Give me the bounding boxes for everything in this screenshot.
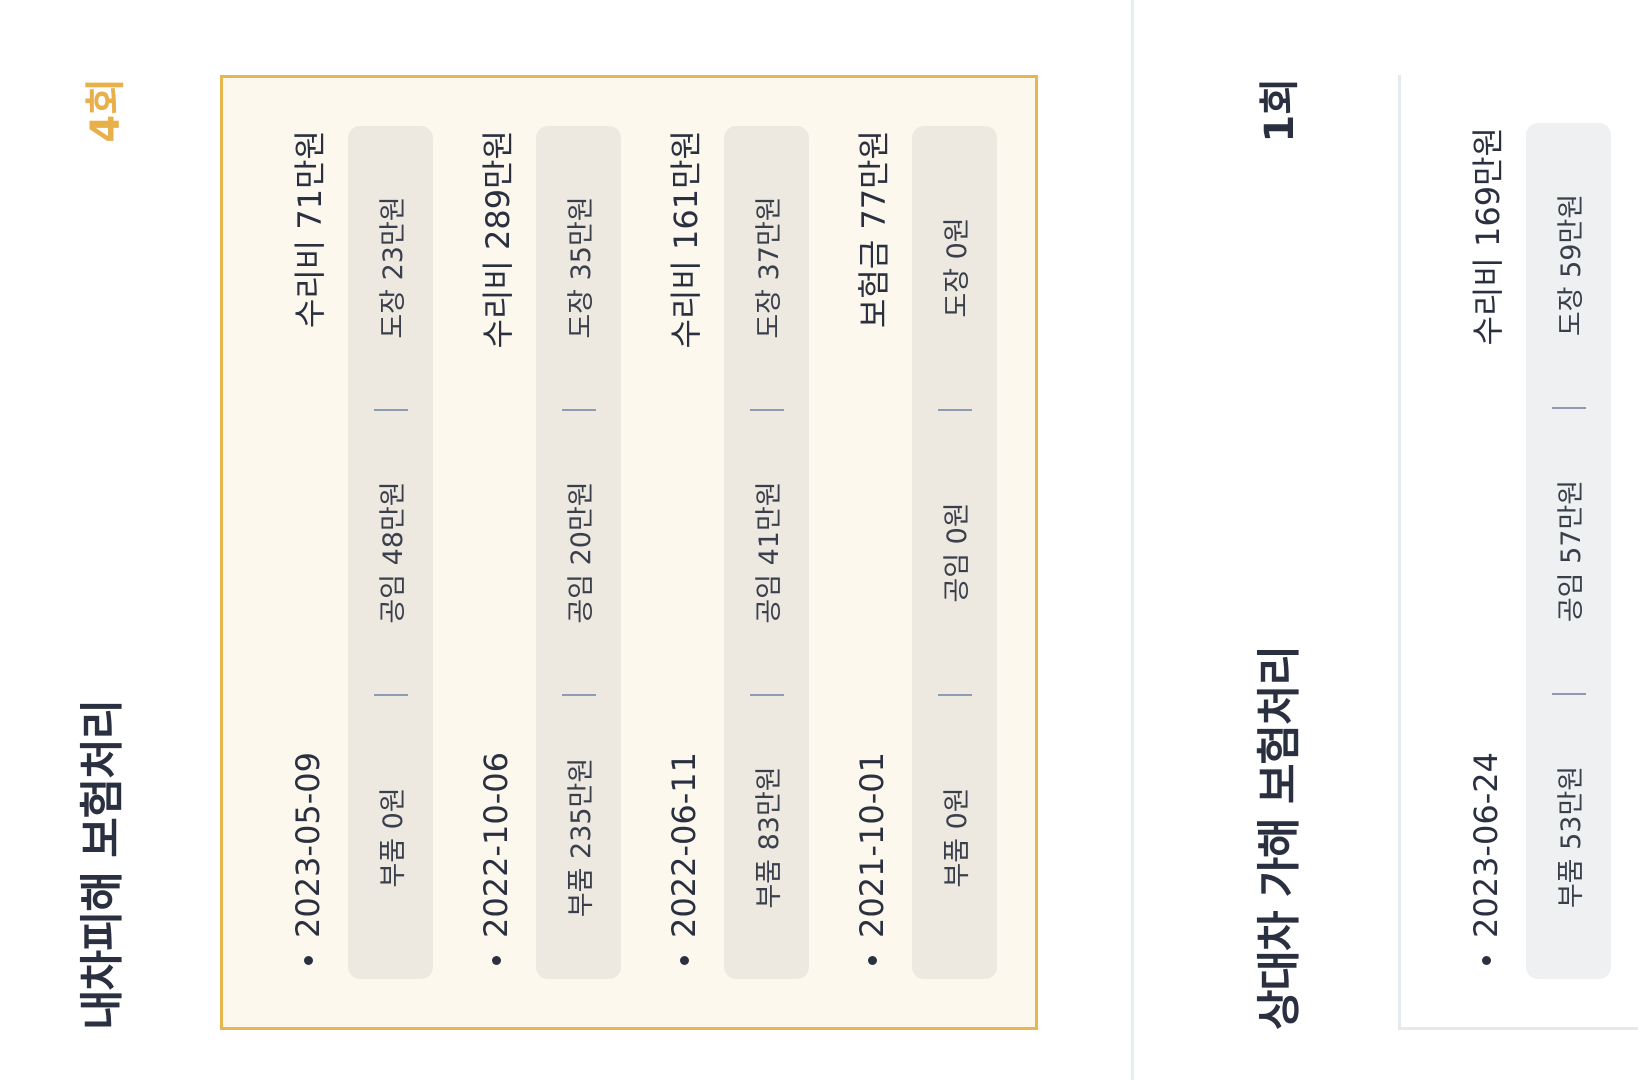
parts-cost: 부품 0원 [942, 787, 973, 888]
record-amount: 수리비 289만원 [479, 130, 517, 349]
separator [937, 694, 972, 696]
record-header: 2022-06-11 수리비 161만원 [649, 126, 719, 979]
record-date: 2022-06-11 [665, 752, 703, 938]
record-header: 2023-06-24 수리비 169만원 [1451, 123, 1521, 979]
cost-breakdown: 부품 83만원 공임 41만원 도장 37만원 [724, 126, 809, 979]
section-title: 상대차 가해 보험처리 [1254, 646, 1305, 1030]
bullet-icon [491, 956, 501, 965]
claim-count: 1회 [1257, 78, 1303, 143]
paint-cost: 도장 0원 [942, 217, 973, 318]
record-amount: 수리비 71만원 [291, 130, 329, 329]
labor-cost: 공임 20만원 [566, 481, 597, 624]
record-header: 2023-05-09 수리비 71만원 [273, 126, 343, 979]
labor-cost: 공임 57만원 [1556, 479, 1587, 623]
section-title: 내차피해 보험처리 [77, 699, 128, 1030]
parts-cost: 부품 0원 [378, 787, 409, 888]
record-amount: 수리비 161만원 [667, 130, 705, 349]
parts-cost: 부품 235만원 [566, 757, 597, 918]
paint-cost: 도장 23만원 [378, 196, 409, 339]
labor-cost: 공임 41만원 [754, 481, 785, 624]
separator [1551, 407, 1586, 409]
separator [1551, 693, 1586, 695]
paint-cost: 도장 35만원 [566, 196, 597, 339]
bullet-icon [303, 956, 313, 965]
separator [373, 694, 408, 696]
labor-cost: 공임 0원 [942, 502, 973, 603]
record-header: 2021-10-01 보험금 77만원 [837, 126, 907, 979]
cost-breakdown: 부품 0원 공임 48만원 도장 23만원 [348, 126, 433, 979]
separator [749, 694, 784, 696]
separator [749, 409, 784, 411]
separator [373, 409, 408, 411]
record-amount: 보험금 77만원 [855, 130, 893, 329]
record-date: 2023-06-24 [1467, 752, 1505, 938]
record-header: 2022-10-06 수리비 289만원 [461, 126, 531, 979]
cost-breakdown: 부품 53만원 공임 57만원 도장 59만원 [1526, 123, 1611, 979]
parts-cost: 부품 53만원 [1556, 765, 1587, 909]
bullet-icon [1481, 956, 1491, 965]
separator [561, 694, 596, 696]
record-amount: 수리비 169만원 [1469, 127, 1507, 346]
labor-cost: 공임 48만원 [378, 481, 409, 624]
cost-breakdown: 부품 235만원 공임 20만원 도장 35만원 [536, 126, 621, 979]
claim-count: 4회 [83, 78, 129, 143]
separator [937, 409, 972, 411]
cost-breakdown: 부품 0원 공임 0원 도장 0원 [912, 126, 997, 979]
paint-cost: 도장 59만원 [1556, 193, 1587, 337]
bullet-icon [867, 956, 877, 965]
section-divider [1131, 0, 1134, 1080]
record-date: 2023-05-09 [289, 752, 327, 938]
record-date: 2022-10-06 [477, 752, 515, 938]
paint-cost: 도장 37만원 [754, 196, 785, 339]
bullet-icon [679, 956, 689, 965]
separator [561, 409, 596, 411]
record-date: 2021-10-01 [853, 752, 891, 938]
parts-cost: 부품 83만원 [754, 766, 785, 909]
